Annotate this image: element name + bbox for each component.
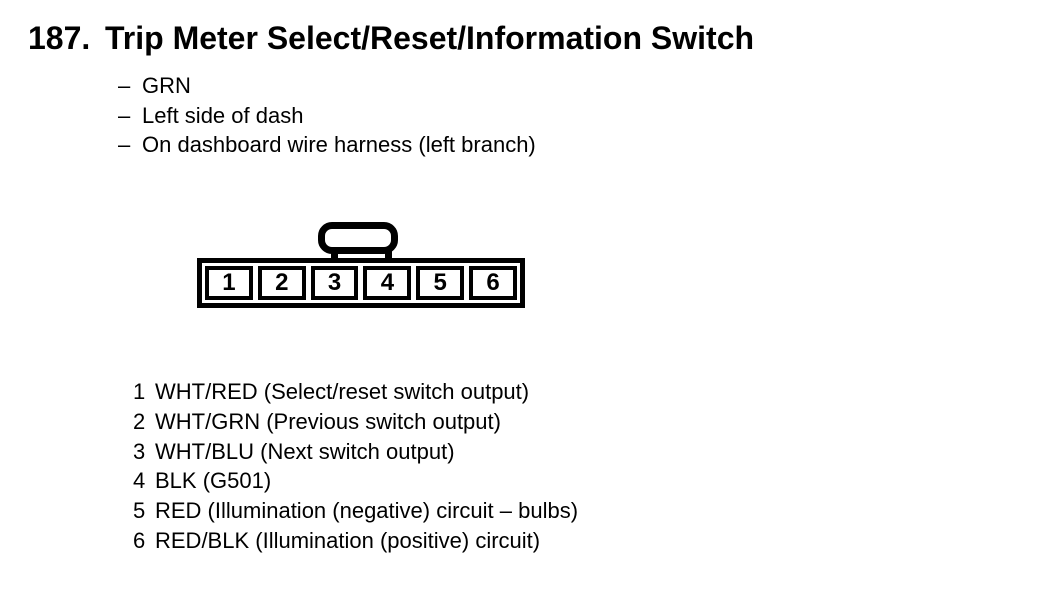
connector-tab-leg-right <box>385 247 392 261</box>
detail-line-location: – Left side of dash <box>118 101 536 131</box>
page-title: 187. Trip Meter Select/Reset/Information… <box>28 21 754 55</box>
connector-latch-tab <box>318 222 398 254</box>
pinout-pin-number: 4 <box>133 468 146 494</box>
connector-tab-leg-left <box>331 247 338 261</box>
pinout-row: 1 WHT/RED (Select/reset switch output) <box>133 377 578 407</box>
detail-text: GRN <box>142 73 191 98</box>
pinout-pin-number: 5 <box>133 498 146 524</box>
connector-body: 1 2 3 4 5 6 <box>197 258 525 308</box>
detail-line-color: – GRN <box>118 71 536 101</box>
pinout-pin-number: 1 <box>133 379 146 404</box>
connector-pin-cell-5: 5 <box>416 266 465 300</box>
item-title: Trip Meter Select/Reset/Information Swit… <box>105 20 755 56</box>
pinout-row: 6 RED/BLK (Illumination (positive) circu… <box>133 526 578 556</box>
pinout-wire-label: WHT/GRN (Previous switch output) <box>155 408 501 434</box>
detail-text: On dashboard wire harness (left branch) <box>142 132 536 157</box>
pinout-wire-label: BLK (G501) <box>155 468 272 494</box>
pinout-row: 3 WHT/BLU (Next switch output) <box>133 437 578 467</box>
item-number: 187. <box>28 20 91 56</box>
pinout-pin-number: 2 <box>133 408 146 434</box>
pinout-pin-number: 6 <box>133 527 146 553</box>
pinout-list: 1 WHT/RED (Select/reset switch output) 2… <box>133 377 578 556</box>
pinout-row: 4 BLK (G501) <box>133 466 578 496</box>
pinout-wire-label: RED/BLK (Illumination (positive) circuit… <box>155 527 541 553</box>
connector-pin-cell-6: 6 <box>469 266 517 300</box>
pinout-pin-number: 3 <box>133 438 146 464</box>
connector-pin-cell-1: 1 <box>205 266 253 300</box>
bullet-dash: – <box>118 132 131 157</box>
connector-pin-cell-3: 3 <box>310 266 359 300</box>
detail-line-harness: – On dashboard wire harness (left branch… <box>118 130 536 160</box>
pinout-wire-label: WHT/RED (Select/reset switch output) <box>155 379 530 404</box>
connector-pin-cell-4: 4 <box>363 266 412 300</box>
detail-text: Left side of dash <box>142 102 304 128</box>
pinout-row: 5 RED (Illumination (negative) circuit –… <box>133 496 578 526</box>
pinout-row: 2 WHT/GRN (Previous switch output) <box>133 407 578 437</box>
pinout-wire-label: WHT/BLU (Next switch output) <box>155 438 455 464</box>
location-details: – GRN – Left side of dash – On dashboard… <box>118 71 536 160</box>
bullet-dash: – <box>118 73 131 98</box>
connector-pin-cell-2: 2 <box>257 266 306 300</box>
pinout-wire-label: RED (Illumination (negative) circuit – b… <box>155 498 579 524</box>
bullet-dash: – <box>118 102 131 128</box>
